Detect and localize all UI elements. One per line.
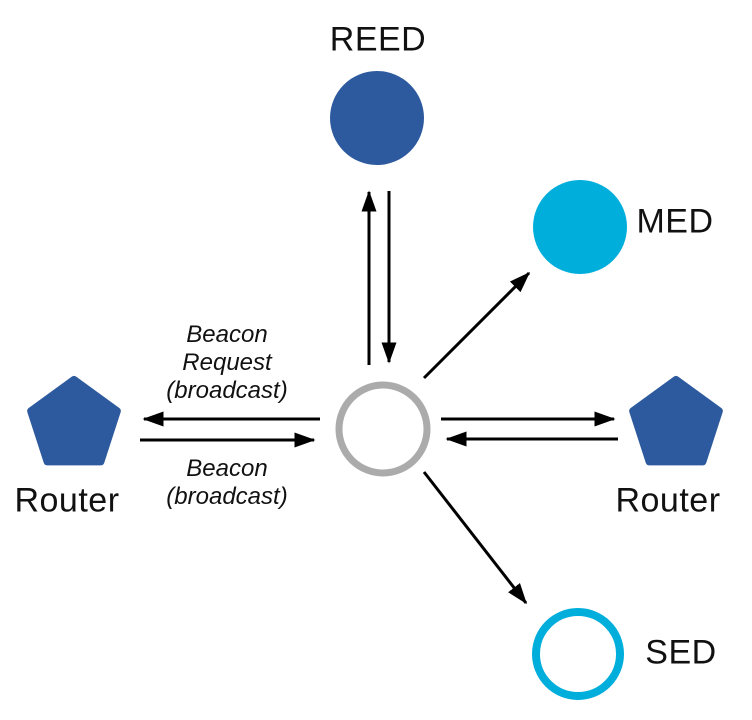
med-node-circle — [533, 180, 627, 274]
reed-node-circle — [330, 71, 424, 165]
sed-node-label: SED — [645, 633, 717, 672]
arrow-joiner-to-sed — [422, 471, 528, 605]
beacon-message-label: Beacon (broadcast) — [166, 455, 288, 510]
reed-node-label: REED — [329, 20, 427, 59]
router-left-pentagon — [27, 376, 121, 466]
arrow-joiner-to-med — [422, 271, 531, 380]
joining-device-circle — [335, 381, 431, 477]
router-right-pentagon — [629, 376, 723, 466]
med-node-label: MED — [636, 202, 714, 241]
sed-node-circle — [532, 608, 624, 700]
router-right-node-label: Router — [615, 481, 721, 520]
router-left-node-label: Router — [14, 481, 120, 520]
beacon-request-message-label: Beacon Request (broadcast) — [166, 321, 288, 404]
